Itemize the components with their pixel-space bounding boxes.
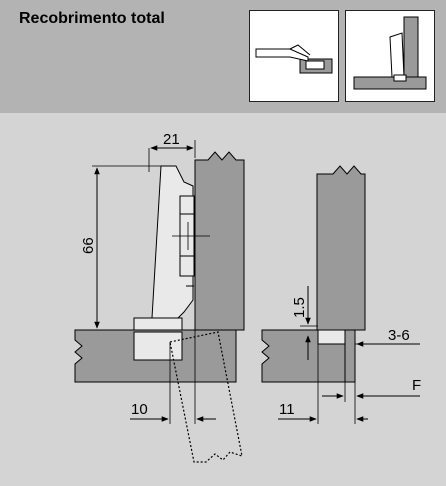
right-cabinet-side-panel [316,165,366,331]
dimension-3-6-label: 3-6 [388,327,410,344]
left-cabinet-side-panel [194,151,245,331]
dimension-21-label: 21 [163,131,180,148]
header-bar: Recobrimento total [0,0,446,113]
dimension-1-5-label: 1.5 [291,297,308,318]
top-view-icon [255,44,333,74]
diagram-title: Recobrimento total [19,10,165,27]
dimension-F-label: F [412,377,421,394]
dimension-10-label: 10 [131,401,148,418]
door-swing-outline [169,331,243,463]
side-view-thumbnail [345,10,435,102]
dimension-66-label: 66 [80,237,97,254]
dimension-11-label: 11 [279,401,295,418]
top-view-thumbnail [249,10,339,102]
side-view-icon [353,16,427,90]
